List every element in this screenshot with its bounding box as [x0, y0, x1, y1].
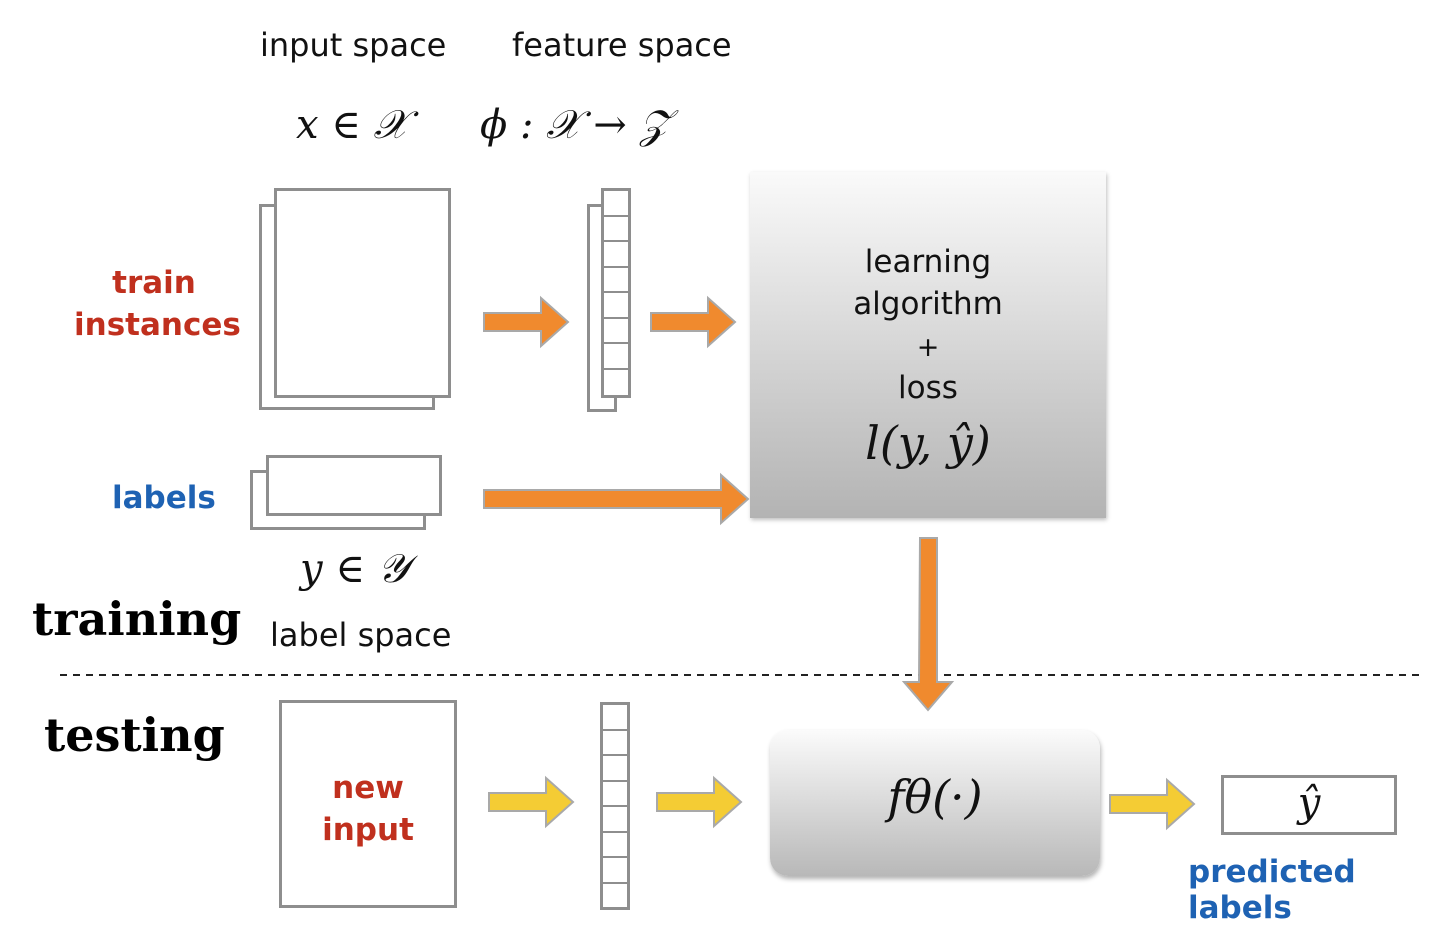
test-feature-vector	[600, 702, 630, 910]
input-space-math: x ∈ 𝒳	[296, 102, 408, 148]
vector-cell	[604, 191, 628, 217]
arrow-labels-to-algo	[483, 472, 750, 526]
label-space-math: y ∈ 𝒴	[300, 546, 409, 592]
train-instances-label: train instances	[74, 262, 241, 346]
vector-cell	[603, 756, 627, 782]
vector-cell	[604, 217, 628, 242]
arrow-test-features-to-model	[656, 775, 743, 829]
vector-cell	[604, 344, 628, 370]
learning-algorithm-box: learning algorithm + loss l(y, ŷ)	[750, 172, 1106, 518]
prediction-output-box: ŷ	[1221, 775, 1397, 835]
algo-line3: +	[916, 332, 940, 363]
vector-cell	[603, 833, 627, 858]
arrow-new-input-to-features	[488, 775, 575, 829]
train-feature-vector	[601, 188, 631, 398]
vector-cell	[603, 782, 627, 807]
new-input-doc: new input	[279, 700, 457, 908]
training-title: training	[32, 592, 242, 646]
train-label-line1: train	[112, 265, 196, 301]
algo-line4: loss	[898, 370, 958, 406]
vector-cell	[604, 319, 628, 344]
vector-cell	[604, 268, 628, 293]
vector-cell	[604, 242, 628, 268]
train-doc-front	[274, 188, 451, 398]
new-input-label: new input	[282, 767, 454, 851]
algo-line2: algorithm	[853, 286, 1003, 322]
new-label-line1: new	[332, 770, 404, 806]
testing-title: testing	[44, 708, 225, 762]
new-label-line2: input	[322, 812, 414, 848]
arrow-input-to-features	[483, 295, 570, 349]
y-hat-math: ŷ	[1297, 780, 1321, 826]
input-space-header: input space	[260, 26, 447, 64]
learned-function-box: fθ(·)	[770, 730, 1100, 876]
labels-label: labels	[112, 480, 216, 516]
algo-line1: learning	[864, 244, 992, 280]
vector-cell	[603, 807, 627, 833]
vector-cell	[603, 705, 627, 731]
vector-cell	[604, 293, 628, 319]
feature-space-header: feature space	[512, 26, 732, 64]
vector-cell	[603, 858, 627, 884]
label-space-header: label space	[270, 616, 452, 654]
feature-map-math: ϕ : 𝒳 → 𝒵	[480, 102, 670, 148]
arrow-algo-to-model	[901, 537, 955, 712]
train-label-line2: instances	[74, 307, 241, 343]
arrow-features-to-algo	[650, 295, 737, 349]
f-theta-math: fθ(·)	[887, 770, 983, 824]
loss-function-math: l(y, ŷ)	[865, 416, 991, 470]
arrow-model-to-prediction	[1109, 777, 1196, 831]
vector-cell	[603, 731, 627, 756]
label-doc-front	[266, 455, 442, 516]
